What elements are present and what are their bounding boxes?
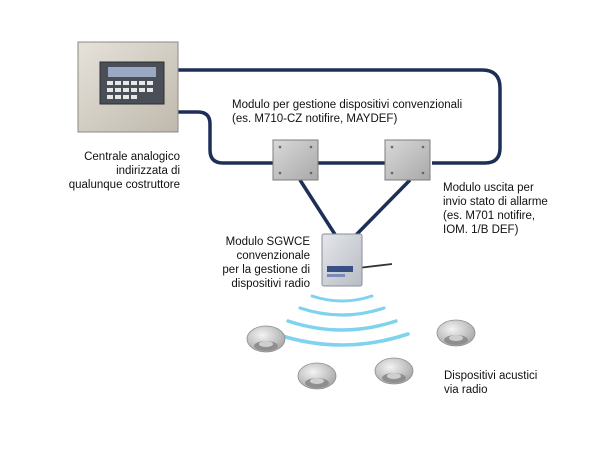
sgwce-module-label-line-1: Modulo SGWCE bbox=[225, 236, 310, 248]
cable-drop-left bbox=[298, 179, 338, 237]
acoustic-device-2 bbox=[297, 362, 337, 390]
control-panel-label-line-1: Centrale analogico bbox=[84, 151, 180, 163]
control-panel-label-line-2: indirizzata di bbox=[116, 165, 180, 177]
output-module-label-line-2: invio stato di allarme bbox=[443, 196, 548, 208]
acoustic-devices-label-line-2: via radio bbox=[444, 384, 488, 396]
cable-drop-right bbox=[353, 178, 412, 238]
control-panel-device bbox=[77, 41, 179, 133]
acoustic-device-4 bbox=[436, 319, 476, 347]
output-module-label-line-1: Modulo uscita per bbox=[443, 182, 534, 194]
sgwce-module-label-line-4: dispositivi radio bbox=[231, 278, 310, 290]
output-module-label-line-4: IOM. 1/B DEF) bbox=[443, 224, 519, 236]
cable-loop bbox=[178, 68, 502, 165]
output-module-label-line-3: (es. M701 notifire, bbox=[443, 210, 536, 222]
control-panel-label-line-3: qualunque costruttore bbox=[68, 179, 180, 191]
radio-waves bbox=[274, 294, 410, 347]
conventional-module-label-line-2: (es. M710-CZ notifire, MAYDEF) bbox=[232, 113, 398, 125]
output-module-label: Modulo uscita per invio stato di allarme… bbox=[443, 181, 548, 237]
acoustic-devices-label: Dispositivi acustici via radio bbox=[444, 369, 537, 397]
acoustic-device-3 bbox=[374, 357, 414, 385]
sgwce-module-device bbox=[321, 233, 393, 287]
cable-panel-to-module bbox=[178, 110, 273, 165]
sgwce-module-label: Modulo SGWCE convenzionale per la gestio… bbox=[222, 235, 310, 291]
sgwce-module-label-line-3: per la gestione di bbox=[222, 264, 310, 276]
sgwce-module-label-line-2: convenzionale bbox=[236, 250, 310, 262]
conventional-module-box bbox=[272, 139, 319, 181]
acoustic-device-1 bbox=[246, 325, 286, 353]
output-module-box bbox=[384, 139, 431, 181]
conventional-module-label: Modulo per gestione dispositivi convenzi… bbox=[232, 98, 462, 126]
control-panel-label: Centrale analogico indirizzata di qualun… bbox=[69, 150, 180, 192]
acoustic-devices-label-line-1: Dispositivi acustici bbox=[444, 370, 538, 382]
conventional-module-label-line-1: Modulo per gestione dispositivi convenzi… bbox=[232, 99, 463, 111]
